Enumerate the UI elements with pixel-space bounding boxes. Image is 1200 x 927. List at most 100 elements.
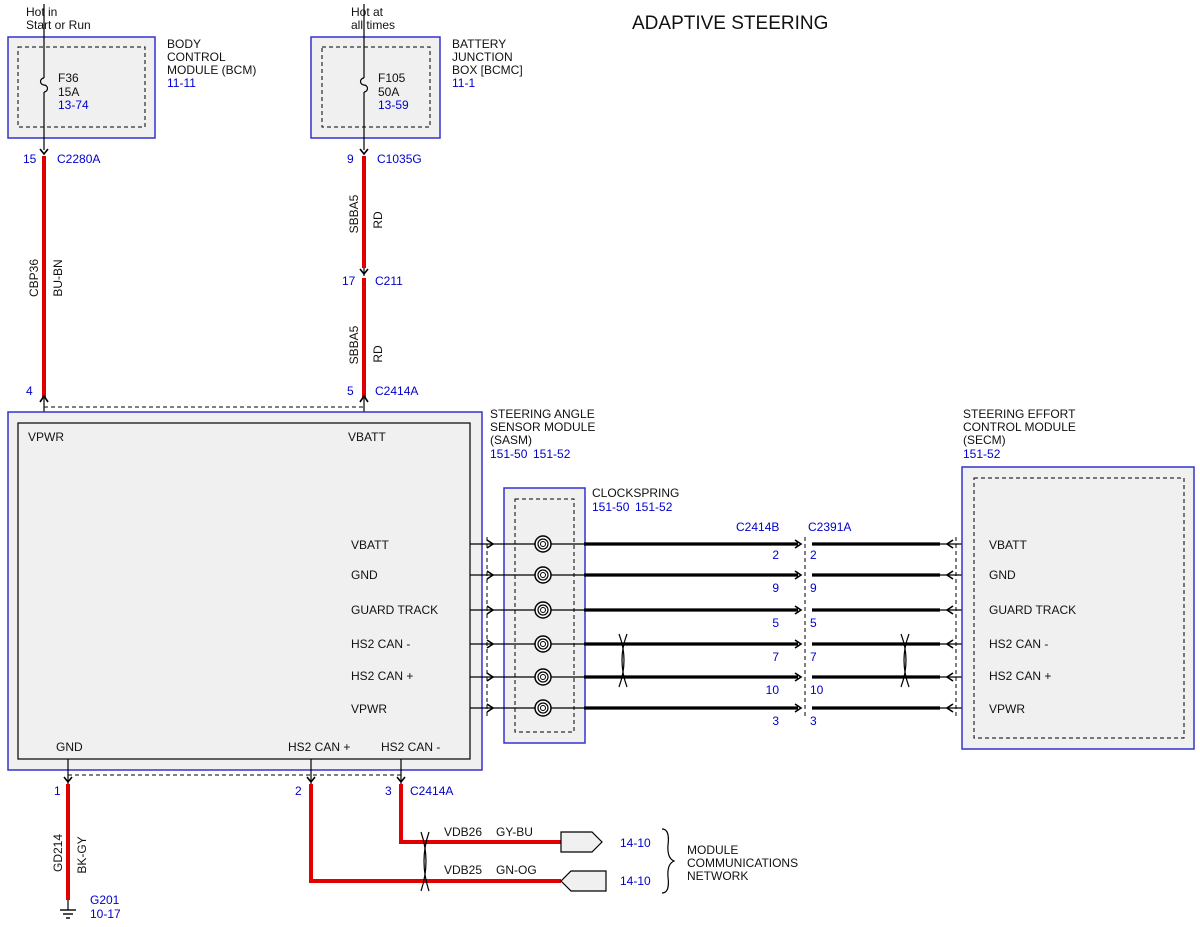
battery-junction-box: Hot at all times F105 50A 13-59 BATTERY …: [310, 4, 523, 150]
c2414a-pin-can-minus: 3: [385, 784, 392, 798]
connector-terminal-icon: [359, 394, 369, 403]
clockspring-ref-2: 151-52: [635, 500, 673, 514]
bcm-name-1: BODY: [167, 37, 201, 51]
inline-pin-left-guard-track: 5: [772, 616, 779, 630]
network-ref-bottom: 14-10: [620, 874, 651, 888]
c2414a-top-connector: C2414A: [375, 384, 418, 398]
bcm-ref: 11-11: [167, 76, 196, 90]
bjb-ref: 11-1: [452, 76, 475, 90]
secm-name-1: STEERING EFFORT: [963, 407, 1076, 421]
network-name-3: NETWORK: [687, 869, 748, 883]
connector-terminal-icon: [39, 394, 49, 403]
bjb-fuse-ref: 13-59: [378, 98, 409, 112]
ground-ref: 10-17: [90, 907, 121, 921]
wire-sbba5-circuit-upper: SBBA5: [347, 194, 361, 233]
bjb-name-1: BATTERY: [452, 37, 506, 51]
bjb-fuse-rating: 50A: [378, 85, 399, 99]
fuse-icon: [39, 77, 49, 93]
sasm-vbatt-label: VBATT: [348, 430, 386, 444]
c2414a-bottom-connector: C2414A: [410, 784, 453, 798]
ground-name: G201: [90, 893, 120, 907]
wire-cbp36-circuit: CBP36: [27, 259, 41, 297]
bcm-fuse-rating: 15A: [58, 85, 79, 99]
bcm-connector: C2280A: [57, 152, 100, 166]
off-page-connector-icon: [560, 870, 607, 892]
secm-pin-label-hs2-can-plus: HS2 CAN +: [989, 669, 1051, 683]
c2414a-pin-can-plus: 2: [295, 784, 302, 798]
clockspring-coil-icon: [534, 601, 552, 619]
inline-pin-right-guard-track: 5: [810, 616, 817, 630]
wire-gd214-color: BK-GY: [75, 836, 89, 873]
steering-effort-control-module: STEERING EFFORT CONTROL MODULE (SECM) 15…: [961, 407, 1195, 750]
body-control-module: Hot in Start or Run F36 15A 13-74 BODY C…: [7, 4, 256, 150]
bjb-name-3: BOX [BCMC]: [452, 63, 523, 77]
wire-sbba5-color-lower: RD: [371, 345, 385, 363]
inline-connector-left: C2414B: [736, 520, 779, 534]
inline-pin-left-gnd: 9: [772, 581, 779, 595]
diagram-title: ADAPTIVE STEERING: [632, 13, 828, 34]
sasm-name-1: STEERING ANGLE: [490, 407, 595, 421]
wire-sbba5-circuit-lower: SBBA5: [347, 325, 361, 364]
bjb-name-2: JUNCTION: [452, 50, 513, 64]
bcm-name-3: MODULE (BCM): [167, 63, 256, 77]
twisted-pair-icon: [420, 831, 430, 892]
clockspring-coil-icon: [534, 566, 552, 584]
clockspring-coil-icon: [534, 535, 552, 553]
wire-gd214-circuit: GD214: [51, 834, 65, 872]
brace-icon: [661, 828, 676, 894]
sasm-pin-label-hs2-can-plus: HS2 CAN +: [351, 669, 413, 683]
off-page-connector-icon: [560, 831, 603, 853]
secm-terminals: [945, 539, 954, 713]
clockspring-coil-icon: [534, 699, 552, 717]
bcm-hot-label-2: Start or Run: [26, 18, 91, 32]
clockspring-ref-1: 151-50: [592, 500, 630, 514]
inline-pin-right-hs2-can-plus: 10: [810, 683, 824, 697]
inline-connector-terminals: [794, 539, 803, 713]
secm-pin-label-vbatt: VBATT: [989, 538, 1027, 552]
wire-vdb26: [399, 784, 561, 844]
inline-pin-left-vpwr: 3: [772, 714, 779, 728]
clockspring: CLOCKSPRING 151-50 151-52: [503, 486, 679, 744]
network-name-2: COMMUNICATIONS: [687, 856, 798, 870]
bjb-hot-label-1: Hot at: [351, 5, 384, 19]
secm-ref: 151-52: [963, 447, 1001, 461]
secm-pin-label-vpwr: VPWR: [989, 702, 1025, 716]
c2414a-pin-vbatt: 5: [347, 384, 354, 398]
sasm-can-plus-label: HS2 CAN +: [288, 740, 350, 754]
wire-vdb26-color: GY-BU: [496, 825, 533, 839]
inline-pin-right-hs2-can-minus: 7: [810, 650, 817, 664]
secm-name-2: CONTROL MODULE: [963, 420, 1076, 434]
wire-vdb26-circuit: VDB26: [444, 825, 482, 839]
twisted-pair-icon: [900, 633, 910, 688]
bcm-fuse-ref: 13-74: [58, 98, 89, 112]
sasm-pin-label-hs2-can-minus: HS2 CAN -: [351, 637, 410, 651]
clockspring-coil-icon: [534, 668, 552, 686]
steering-angle-sensor-module: VPWR VBATT GND HS2 CAN + HS2 CAN - VBATT…: [7, 407, 595, 771]
sasm-pin-label-guard-track: GUARD TRACK: [351, 603, 438, 617]
sasm-terminals: [486, 539, 495, 713]
bjb-fuse-name: F105: [378, 71, 406, 85]
sasm-name-3: (SASM): [490, 433, 532, 447]
sasm-ref-2: 151-52: [533, 447, 571, 461]
bcm-fuse-name: F36: [58, 71, 79, 85]
bcm-name-2: CONTROL: [167, 50, 226, 64]
sasm-name-2: SENSOR MODULE: [490, 420, 595, 434]
inline-pin-right-gnd: 9: [810, 581, 817, 595]
wire-cbp36-color: BU-BN: [51, 259, 65, 296]
c2414a-pin-gnd: 1: [54, 784, 61, 798]
c2414a-pin-vpwr: 4: [26, 384, 33, 398]
bcm-pin: 15: [23, 152, 37, 166]
clockspring-coil-icon: [534, 635, 552, 653]
twisted-pair-icon: [618, 633, 628, 688]
fuse-icon: [359, 77, 369, 93]
network-name-1: MODULE: [687, 843, 738, 857]
secm-pin-label-guard-track: GUARD TRACK: [989, 603, 1076, 617]
secm-name-3: (SECM): [963, 433, 1006, 447]
inline-pin-left-hs2-can-minus: 7: [772, 650, 779, 664]
bcm-hot-label-1: Hot in: [26, 5, 57, 19]
inline-pin-left-hs2-can-plus: 10: [766, 683, 780, 697]
wire-vdb25-color: GN-OG: [496, 863, 537, 877]
sasm-pin-label-gnd: GND: [351, 568, 378, 582]
inline-pin-right-vpwr: 3: [810, 714, 817, 728]
